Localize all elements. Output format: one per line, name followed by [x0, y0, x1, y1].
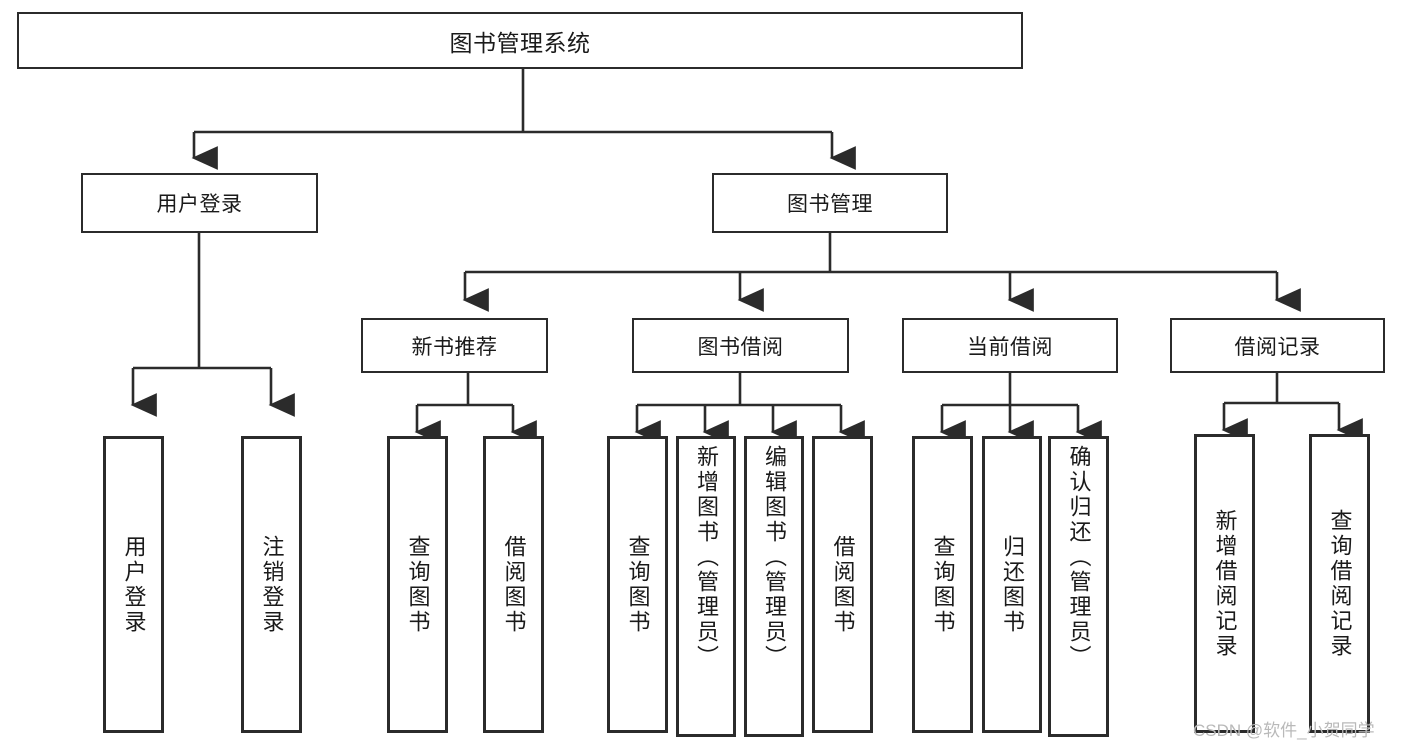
leaf-borrow-book-1[interactable]: 借阅图书: [483, 436, 544, 733]
leaf-query-book-3[interactable]: 查询图书: [912, 436, 973, 733]
node-user-login[interactable]: 用户登录: [81, 173, 318, 233]
leaf-return-book[interactable]: 归还图书: [982, 436, 1042, 733]
node-book-borrow[interactable]: 图书借阅: [632, 318, 849, 373]
node-root[interactable]: 图书管理系统: [17, 12, 1023, 69]
leaf-query-book-1-label: 查询图书: [405, 534, 431, 635]
leaf-add-record[interactable]: 新增借阅记录: [1194, 434, 1255, 733]
node-root-label: 图书管理系统: [449, 29, 591, 56]
node-borrow-record[interactable]: 借阅记录: [1170, 318, 1385, 373]
watermark: CSDN @软件_小贺同学: [1193, 721, 1375, 740]
node-borrow-record-label: 借阅记录: [1234, 335, 1321, 359]
leaf-user-login[interactable]: 用户登录: [103, 436, 164, 733]
leaf-confirm-return-label: 确认归还（管理员）: [1066, 445, 1092, 670]
leaf-query-book-2-label: 查询图书: [625, 534, 651, 635]
leaf-logout-login[interactable]: 注销登录: [241, 436, 302, 733]
leaf-borrow-book-2-label: 借阅图书: [830, 534, 856, 635]
leaf-add-record-label: 新增借阅记录: [1212, 508, 1238, 659]
node-new-book-recommend-label: 新书推荐: [411, 335, 498, 359]
node-current-borrow-label: 当前借阅: [967, 335, 1053, 359]
leaf-return-book-label: 归还图书: [999, 534, 1025, 635]
node-current-borrow[interactable]: 当前借阅: [902, 318, 1118, 373]
node-book-manage[interactable]: 图书管理: [712, 173, 948, 233]
node-user-login-label: 用户登录: [156, 193, 243, 216]
leaf-borrow-book-1-label: 借阅图书: [501, 534, 527, 635]
leaf-borrow-book-2[interactable]: 借阅图书: [812, 436, 873, 733]
leaf-logout-login-label: 注销登录: [259, 534, 285, 635]
node-new-book-recommend[interactable]: 新书推荐: [361, 318, 548, 373]
leaf-query-record-label: 查询借阅记录: [1327, 508, 1353, 659]
leaf-query-book-1[interactable]: 查询图书: [387, 436, 448, 733]
leaf-query-record[interactable]: 查询借阅记录: [1309, 434, 1370, 733]
leaf-user-login-label: 用户登录: [121, 534, 147, 635]
leaf-add-book[interactable]: 新增图书（管理员）: [676, 436, 736, 737]
leaf-confirm-return[interactable]: 确认归还（管理员）: [1048, 436, 1109, 737]
leaf-query-book-3-label: 查询图书: [930, 534, 956, 635]
node-book-borrow-label: 图书借阅: [697, 335, 784, 359]
node-book-manage-label: 图书管理: [787, 193, 873, 216]
leaf-edit-book-label: 编辑图书（管理员）: [761, 445, 787, 670]
leaf-edit-book[interactable]: 编辑图书（管理员）: [744, 436, 804, 737]
leaf-add-book-label: 新增图书（管理员）: [693, 445, 719, 670]
leaf-query-book-2[interactable]: 查询图书: [607, 436, 668, 733]
